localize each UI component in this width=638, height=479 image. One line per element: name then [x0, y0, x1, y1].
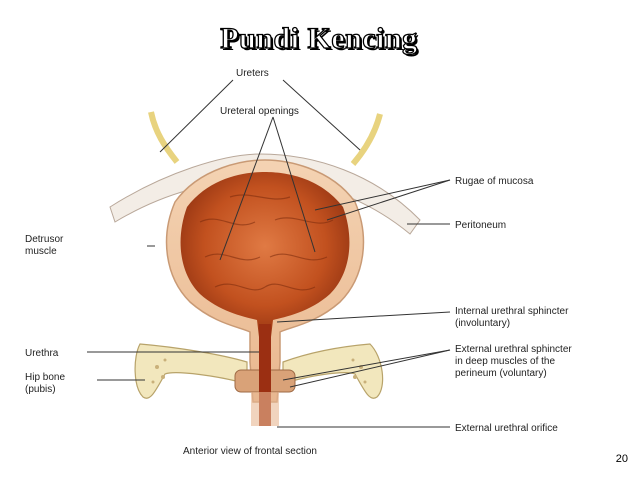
label-external-orifice: External urethral orifice — [455, 423, 558, 434]
label-ureters: Ureters — [236, 68, 269, 79]
label-internal-sphincter-1: Internal urethral sphincter — [455, 306, 569, 317]
label-detrusor-2: muscle — [25, 246, 57, 257]
urethra-wall — [251, 392, 279, 426]
label-external-sphincter-2: in deep muscles of the — [455, 356, 555, 367]
left-hip-bone — [134, 343, 248, 399]
right-ureter — [350, 113, 383, 166]
leader-lines — [87, 79, 451, 428]
slide-title: Pundi Kencing — [220, 21, 418, 55]
label-rugae: Rugae of mucosa — [455, 176, 534, 187]
label-hip-bone-1: Hip bone — [25, 372, 65, 383]
label-peritoneum: Peritoneum — [455, 220, 506, 231]
bladder-lumen — [180, 172, 350, 337]
page-number: 20 — [615, 453, 628, 465]
label-external-sphincter-1: External urethral sphincter — [455, 344, 572, 355]
label-internal-sphincter-2: (involuntary) — [455, 318, 510, 329]
rugae-folds — [199, 194, 334, 291]
label-external-sphincter-3: perineum (voluntary) — [455, 368, 547, 379]
figure-caption: Anterior view of frontal section — [183, 446, 317, 457]
label-ureteral-openings: Ureteral openings — [220, 106, 299, 117]
label-urethra: Urethra — [25, 348, 59, 359]
left-ureter — [148, 111, 180, 164]
label-hip-bone-2: (pubis) — [25, 384, 56, 395]
bladder-diagram: Ureters Ureteral openings Rugae of mucos… — [25, 68, 572, 457]
label-detrusor-1: Detrusor — [25, 234, 64, 245]
